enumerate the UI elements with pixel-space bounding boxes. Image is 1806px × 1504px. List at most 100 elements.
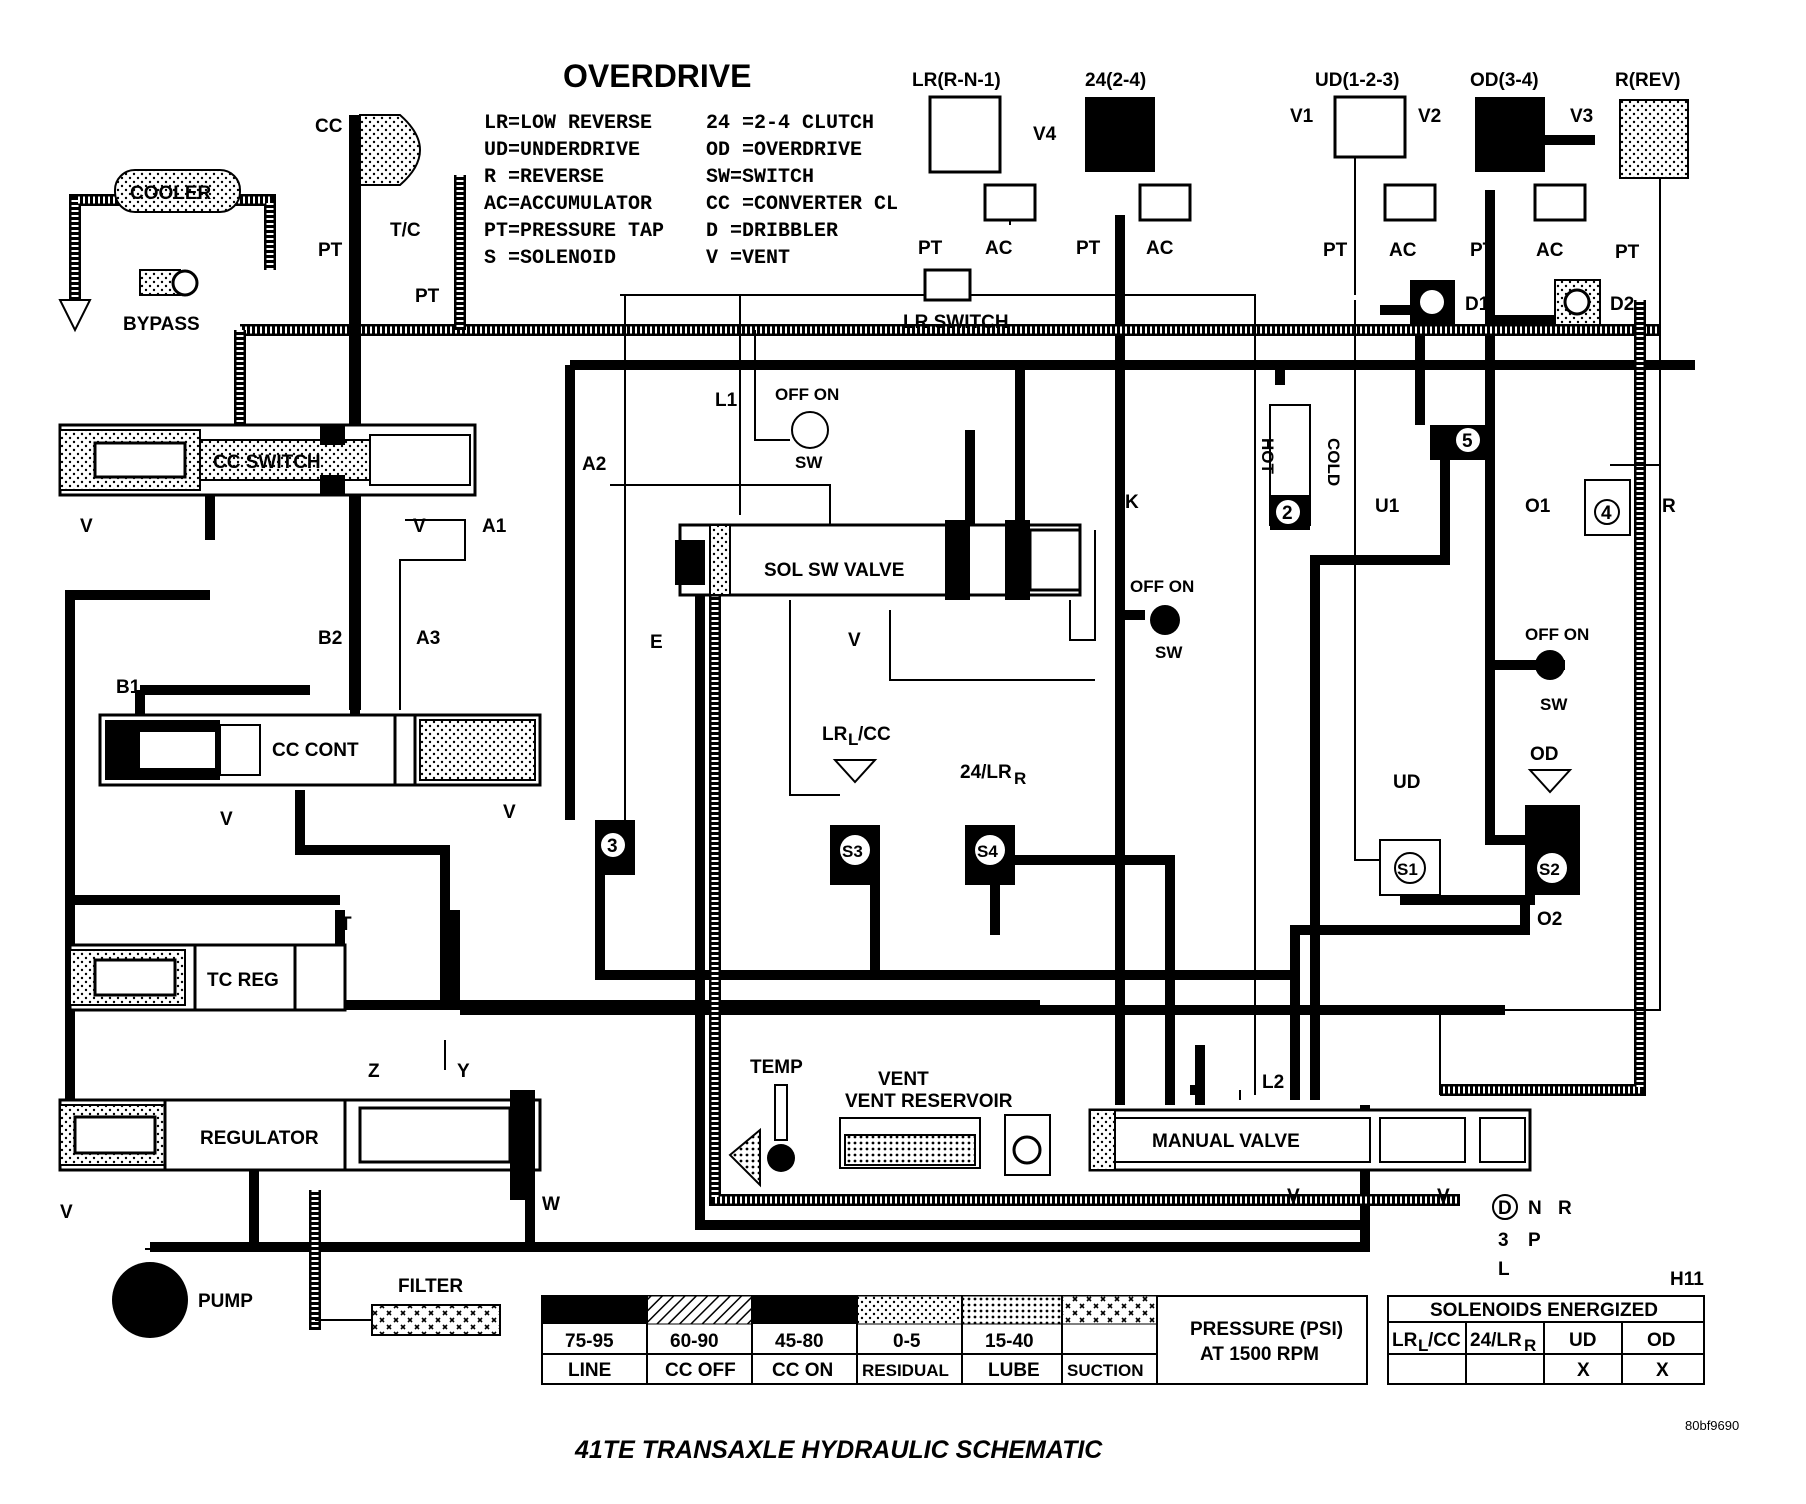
ac-label-ud: AC [1389,240,1417,261]
a1-label: A1 [482,516,507,537]
legend-value-cc-on: 45-80 [775,1331,824,1352]
lube-and-signal-circuits [69,125,1661,1330]
cc-switch-valve: CC SWITCH V V A1 [58,423,507,537]
check-ball-3: 3 [595,820,635,875]
sol-table-h-lrcc-tail: /CC [1428,1330,1461,1351]
shift-p: P [1528,1230,1541,1251]
l2-label: L2 [1262,1072,1284,1093]
pt-label-cc: PT [318,240,343,261]
regulator-label: REGULATOR [200,1128,319,1149]
temp-label: TEMP [750,1057,803,1078]
abbr-ud: UD=UNDERDRIVE [484,139,640,162]
pt-label-ud: PT [1323,240,1348,261]
cooler-group: COOLER BYPASS CC T/C PT PT [58,114,440,710]
abbr-24: 24 =2-4 CLUTCH [706,112,874,135]
drain-arrow-icon [58,299,92,333]
s4-caption-main: 24/LR [960,762,1012,783]
abbr-pt: PT=PRESSURE TAP [484,220,664,243]
w-label: W [542,1194,560,1215]
figure-code: 80bf9690 [1685,1418,1739,1433]
shift-d: D [1498,1198,1512,1219]
pump-label: PUMP [198,1291,253,1312]
swatch-cc-off [646,1295,753,1325]
swatch-line [542,1296,647,1324]
sol-table-h-24lr-main: 24/LR [1470,1330,1522,1351]
v2-label: V2 [1418,106,1441,127]
abbr-s: S =SOLENOID [484,247,616,270]
diagram-title: OVERDRIVE [563,58,751,94]
s2-caption: OD [1530,744,1559,765]
sol-table-h-ud: UD [1569,1330,1596,1351]
e-label: E [650,632,663,653]
sol-table-h-24lr-sub: R [1524,1336,1536,1355]
legend-name-residual: RESIDUAL [862,1361,949,1380]
d1-label: D1 [1465,294,1490,315]
pressure-switches: OFF ON SW OFF ON SW K OFF ON SW [775,385,1589,714]
sol-table-title: SOLENOIDS ENERGIZED [1430,1300,1658,1321]
swatch-cc-on [752,1296,857,1324]
ac-label-lr: AC [985,238,1013,259]
v1-label: V1 [1290,106,1314,127]
legend-name-line: LINE [568,1360,611,1381]
s2-label: S2 [1539,860,1560,879]
od-clutch: OD(3-4) V3 PT AC [1470,70,1593,261]
hot-label: HOT [1258,438,1277,475]
o2-label: O2 [1537,909,1562,930]
ac-label-c24: AC [1146,238,1174,259]
rev-clutch: R(REV) PT [1615,70,1689,263]
vent-label-cccont-left: V [220,809,233,830]
k-switch-icon [1150,605,1180,635]
solenoid-s1: UD S1 [1379,772,1441,896]
torque-converter [359,114,421,186]
tc-label: T/C [390,220,421,241]
pt-label-lr: PT [918,238,943,259]
y-label: Y [457,1061,470,1082]
abbr-od: OD =OVERDRIVE [706,139,862,162]
swatch-lube [961,1295,1063,1325]
v4-label: V4 [1033,124,1057,145]
abbreviation-key: LR=LOW REVERSE UD=UNDERDRIVE R =REVERSE … [484,112,898,270]
o1-switch-icon [1535,650,1565,680]
vent-label-solsw: V [848,630,861,651]
cc-control-valve: CC CONT B1 B2 A3 A2 V V [98,454,606,830]
s3-caption-sub: L [848,730,858,749]
sol-table-cell-ud: X [1577,1360,1590,1381]
t-label: T [340,914,352,935]
legend-value-lube: 15-40 [985,1331,1034,1352]
sol-table-cell-od: X [1656,1360,1669,1381]
checkball-4-label: 4 [1601,503,1612,524]
l1-label: L1 [715,390,738,411]
a3-label: A3 [416,628,440,649]
legend-value-cc-off: 60-90 [670,1331,719,1352]
legend-title-2: AT 1500 RPM [1200,1344,1319,1365]
vent-label-regulator: V [60,1202,73,1223]
legend-name-cc-on: CC ON [772,1360,833,1381]
o1-switch-offon: OFF ON [1525,625,1589,644]
abbr-ac: AC=ACCUMULATOR [484,193,652,216]
regulator-valve: REGULATOR Z Y W V [58,1061,560,1223]
legend-name-lube: LUBE [988,1360,1040,1381]
s3-label: S3 [842,842,863,861]
solenoid-s3: LR L /CC S3 [822,724,891,885]
pressure-legend: 75-95 LINE 60-90 CC OFF 45-80 CC ON 0-5 … [541,1295,1368,1385]
lr-clutch-label: LR(R-N-1) [912,70,1001,91]
swatch-suction [1061,1295,1158,1325]
lr-accumulator [983,183,1037,222]
c24-accumulator [1138,183,1192,222]
abbr-d: D =DRIBBLER [706,220,838,243]
legend-value-residual: 0-5 [893,1331,921,1352]
vent-reservoir-label-1: VENT [878,1069,929,1090]
od-accumulator [1533,183,1587,222]
lr-switch-label: LR SWITCH [903,312,1009,333]
vent-reservoir: VENT VENT RESERVOIR [839,1069,1051,1176]
l1-switch-icon [791,411,829,449]
legend-value-line: 75-95 [565,1331,614,1352]
thermometer-icon [774,1084,788,1141]
b1-label: B1 [116,677,141,698]
shift-indicator: D 3 L N P R [1492,1194,1572,1280]
thermal-valve: 2 HOT COLD U1 [1258,404,1400,530]
ud-clutch-label: UD(1-2-3) [1315,70,1399,91]
bypass-ball [171,269,199,297]
solenoid-switch-valve: SOL SW VALVE V E L1 [650,390,1082,653]
